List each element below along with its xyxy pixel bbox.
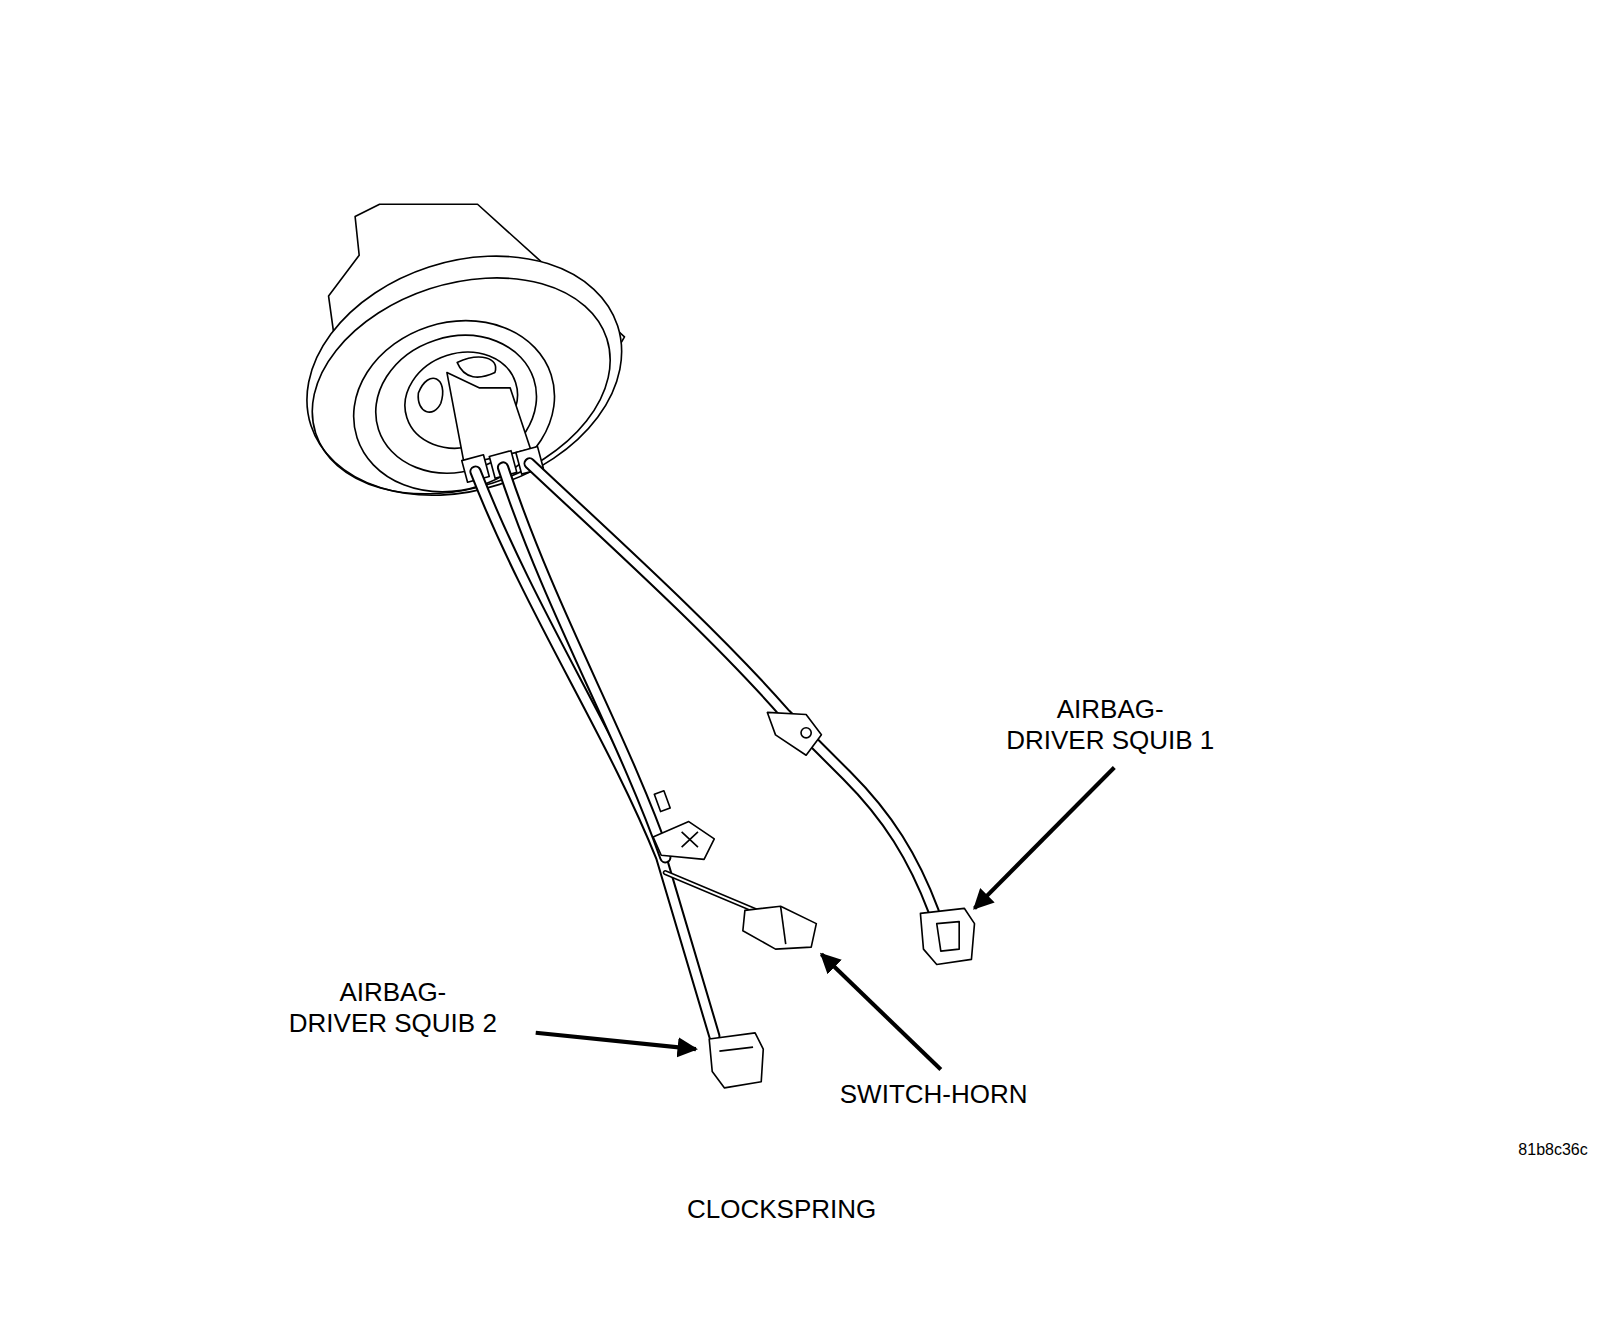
hub-detail xyxy=(418,378,442,412)
disc-edge xyxy=(284,242,638,531)
part-label: AIRBAG- DRIVER SQUIB 1 xyxy=(1005,694,1215,756)
leader-arrow xyxy=(821,954,940,1069)
clockspring-disc xyxy=(276,217,653,534)
hub-tab xyxy=(447,373,531,465)
cable-band xyxy=(654,791,670,812)
squib-connector xyxy=(920,908,974,964)
part-label: SWITCH-HORN xyxy=(840,1079,1028,1110)
horn-connector xyxy=(743,906,816,949)
mounting-tab xyxy=(767,712,821,755)
cable xyxy=(503,468,665,858)
connector-detail xyxy=(719,1047,753,1051)
figure-id: 81b8c36c xyxy=(1518,1140,1587,1160)
connector-detail xyxy=(781,906,786,944)
horn-wire xyxy=(665,873,755,911)
horn-wire xyxy=(665,873,755,911)
mounting-tab xyxy=(653,822,714,860)
cable xyxy=(530,463,934,911)
cable xyxy=(476,472,715,1036)
squib-connector xyxy=(709,1033,763,1088)
cable xyxy=(530,463,934,911)
leader-arrow xyxy=(974,768,1114,909)
rotor-ring xyxy=(331,295,577,517)
cable xyxy=(503,468,665,858)
connector-detail xyxy=(937,922,959,952)
hub-detail xyxy=(457,357,496,377)
part-label: AIRBAG- DRIVER SQUIB 2 xyxy=(288,977,498,1039)
figure-caption: CLOCKSPRING xyxy=(687,1194,876,1225)
leader-arrow xyxy=(536,1033,696,1049)
cable xyxy=(476,472,715,1036)
tab-screw xyxy=(682,832,698,847)
tab-hole xyxy=(801,728,811,738)
